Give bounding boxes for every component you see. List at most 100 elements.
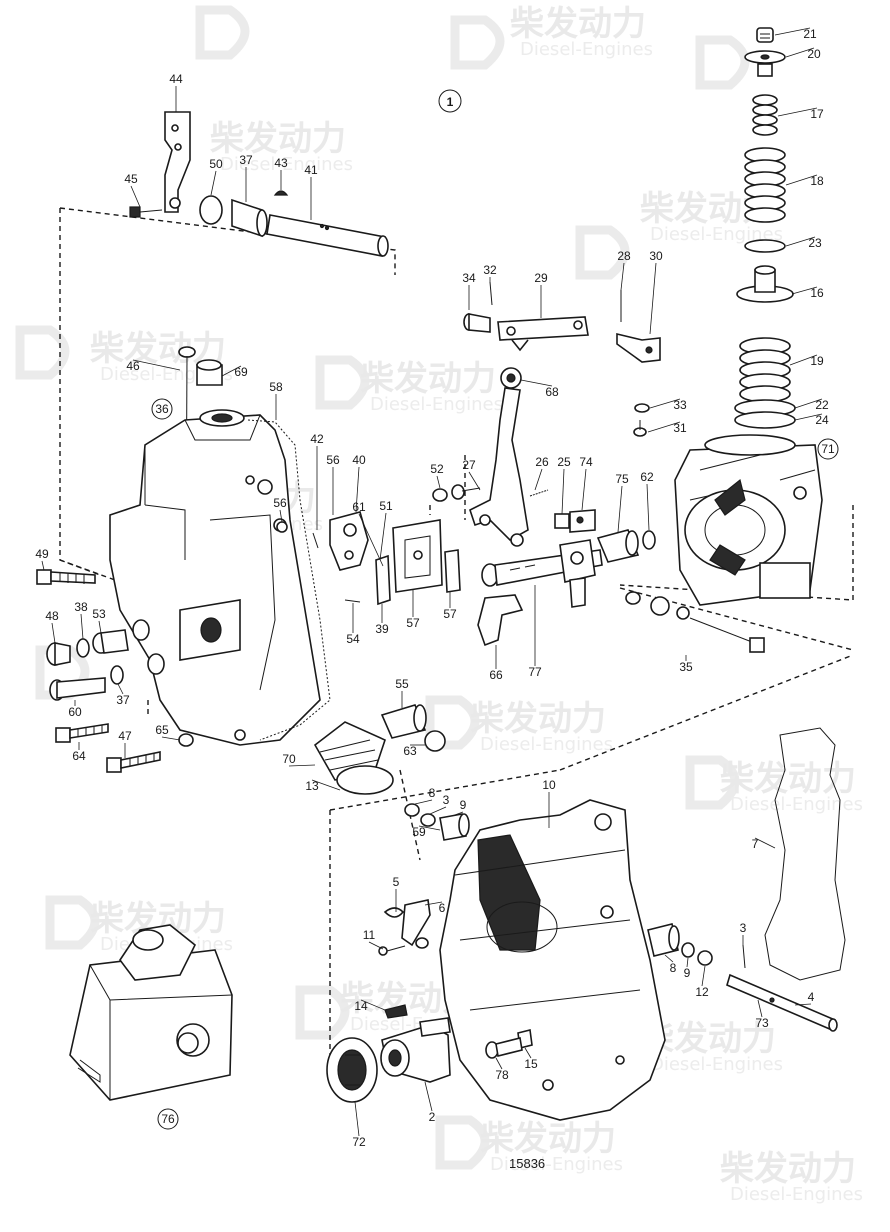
flyweight-assembly-part	[674, 434, 823, 606]
callout-number: 48	[45, 609, 59, 623]
callout-circle	[817, 438, 839, 460]
callout-leader-line	[794, 1003, 812, 1006]
callout-leader-line	[210, 170, 217, 196]
callout-number: 28	[617, 249, 631, 263]
bracket-part	[444, 549, 461, 593]
callout-leader-line	[789, 354, 818, 366]
callout-number: 16	[810, 286, 824, 300]
callout-number: 19	[810, 354, 824, 368]
front-cover-part	[439, 799, 666, 1121]
callout-leader-line	[785, 47, 815, 58]
callout-leader-line	[379, 512, 387, 561]
governor-housing-part	[109, 409, 321, 746]
callout-number: 5	[393, 875, 400, 889]
watermark-tagline: Diesel-Engines	[730, 794, 863, 815]
callout-number: 57	[443, 607, 457, 621]
callout-number: 50	[209, 157, 223, 171]
pin-part	[742, 944, 746, 969]
callout-number: 30	[649, 249, 663, 263]
key-part	[273, 190, 289, 196]
callout-leader-line	[468, 471, 481, 491]
small-spring-part	[752, 94, 778, 136]
callout-number: 74	[579, 455, 593, 469]
lever-bracket-part	[164, 111, 191, 213]
callout-number: 32	[483, 263, 497, 277]
stop-bracket-part	[329, 511, 369, 571]
callout-number: 3	[443, 793, 450, 807]
callout-number: 40	[352, 453, 366, 467]
spring-seat-part	[736, 265, 794, 303]
callout-leader-line	[41, 560, 45, 571]
watermark-tagline: Diesel-Engines	[650, 224, 783, 245]
washer-part	[681, 942, 695, 958]
watermark-brand: 柴发动力	[470, 699, 606, 739]
stop-plate-part	[392, 519, 443, 593]
callout-number: 58	[269, 380, 283, 394]
callout-number: 52	[430, 462, 444, 476]
callout-leader-line	[424, 1081, 433, 1112]
screw-part	[451, 484, 481, 500]
callout-circle	[157, 1108, 179, 1130]
watermark-tagline: Diesel-Engines	[650, 1054, 783, 1075]
callout-number: 57	[406, 616, 420, 630]
callout-leader-line	[754, 837, 776, 849]
callout-leader-line	[51, 622, 56, 644]
callout-number: 63	[403, 744, 417, 758]
callout-leader-line	[288, 764, 316, 767]
screw-part	[529, 489, 549, 497]
callout-number: 22	[815, 398, 829, 412]
callout-number: 29	[534, 271, 548, 285]
callout-number: 11	[363, 928, 376, 942]
callout-number: 14	[354, 999, 368, 1013]
callout-leader-line	[132, 359, 181, 371]
callout-number: 71	[821, 442, 835, 456]
nut-part	[178, 733, 194, 747]
bolt-part	[463, 313, 491, 333]
callout-leader-line	[414, 799, 433, 805]
callout-leader-line	[429, 806, 447, 815]
callout-number: 21	[803, 27, 817, 41]
callout-number: 23	[808, 236, 822, 250]
callout-leader-line	[161, 736, 181, 741]
callout-number: 47	[118, 729, 132, 743]
seal-ring-part	[199, 195, 223, 225]
callout-number: 44	[169, 72, 183, 86]
callout-number: 59	[412, 825, 426, 839]
washer-part	[76, 638, 90, 658]
callout-number: 41	[304, 163, 318, 177]
drive-hub-part	[380, 1017, 451, 1083]
washer-part	[404, 803, 420, 817]
watermark-brand: 柴发动力	[720, 1149, 856, 1189]
callout-number: 61	[352, 500, 366, 514]
bracket-part	[554, 513, 570, 529]
callout-number: 27	[462, 458, 476, 472]
callout-number: 4	[808, 990, 815, 1004]
watermark-brand: 柴发动力	[510, 4, 646, 44]
callout-leader-line	[581, 468, 587, 511]
callout-leader-line	[368, 941, 384, 950]
drawing-number: 15836	[509, 1156, 545, 1171]
callout-number: 37	[239, 153, 253, 167]
split-pin-part	[489, 281, 493, 306]
callout-number: 35	[679, 660, 693, 674]
callout-leader-line	[221, 365, 242, 377]
callout-number: 65	[155, 723, 169, 737]
callout-number: 17	[810, 107, 824, 121]
callout-number: 66	[489, 668, 503, 682]
washer-part	[415, 937, 429, 949]
callout-leader-line	[495, 1057, 503, 1070]
callout-circle	[151, 398, 173, 420]
spring-clip-part	[383, 907, 405, 918]
bolt-part	[55, 723, 109, 743]
bracket-part	[569, 509, 596, 533]
governor-shaft-part	[481, 539, 603, 608]
washer-part	[432, 488, 448, 502]
callout-number: 18	[810, 174, 824, 188]
callout-leader-line	[785, 236, 816, 247]
callout-number: 49	[35, 547, 49, 561]
watermark-tagline: Diesel-Engines	[490, 1154, 623, 1175]
callout-number: 42	[310, 432, 324, 446]
callout-leader-line	[355, 466, 360, 513]
callout-number: 31	[673, 421, 687, 435]
